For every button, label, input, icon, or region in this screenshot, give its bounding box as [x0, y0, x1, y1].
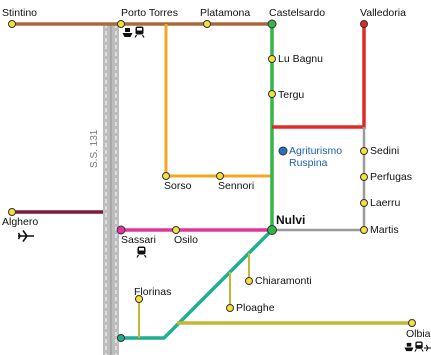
- label-castelsardo: Castelsardo: [269, 7, 326, 19]
- label-sassari: Sassari: [121, 234, 157, 246]
- label-agriturismo: Agriturismo Ruspina: [289, 145, 347, 169]
- line-valledoria: [272, 24, 366, 129]
- label-agriturismo-text: Agriturismo Ruspina: [289, 145, 343, 170]
- label-osilo: Osilo: [174, 234, 198, 246]
- label-laerru: Laerru: [370, 197, 401, 209]
- label-ploaghe: Ploaghe: [236, 302, 275, 314]
- stop-florinas: [135, 295, 143, 303]
- label-valledoria: Valledoria: [360, 7, 406, 19]
- label-sedini: Sedini: [370, 145, 400, 157]
- label-tergu: Tergu: [278, 89, 305, 101]
- stop-sassari: [116, 225, 126, 235]
- stop-south-junction: [117, 334, 125, 342]
- stop-alghero: [8, 208, 16, 216]
- label-sennori: Sennori: [218, 180, 255, 192]
- label-nulvi: Nulvi: [276, 213, 306, 227]
- label-martis: Martis: [370, 224, 399, 236]
- stop-lu-bagnu: [268, 55, 276, 63]
- label-chiaramonti: Chiaramonti: [255, 275, 312, 287]
- label-olbia: Olbia: [406, 328, 431, 340]
- ship-icon: [122, 28, 133, 37]
- airplane-icon: [424, 344, 431, 352]
- stop-sorso: [162, 172, 170, 180]
- stop-sennori: [216, 172, 224, 180]
- stop-agriturismo: [278, 146, 288, 156]
- line-nulvi-south: [121, 228, 274, 340]
- stop-martis: [360, 226, 368, 234]
- stop-castelsardo: [267, 19, 277, 29]
- stop-chiaramonti: [245, 277, 253, 285]
- train-icon: [414, 341, 424, 352]
- stop-laerru: [360, 199, 368, 207]
- label-porto-torres: Porto Torres: [121, 7, 178, 19]
- road-label: S.S. 131: [89, 129, 100, 168]
- stop-ploaghe: [226, 304, 234, 312]
- stop-olbia: [408, 319, 416, 327]
- stop-sedini: [360, 147, 368, 155]
- train-icon: [134, 26, 145, 38]
- ship-icon: [404, 342, 414, 352]
- label-sorso: Sorso: [164, 180, 192, 192]
- stop-tergu: [268, 90, 276, 98]
- label-florinas: Florinas: [134, 286, 172, 298]
- label-perfugas: Perfugas: [370, 171, 413, 183]
- stop-perfugas: [360, 173, 368, 181]
- stop-stintino: [8, 20, 16, 28]
- label-lu-bagnu: Lu Bagnu: [278, 53, 323, 65]
- airplane-icon: [18, 230, 34, 242]
- stop-porto-torres: [117, 20, 125, 28]
- label-stintino: Stintino: [2, 7, 38, 19]
- train-icon: [136, 246, 147, 258]
- stop-platamona: [203, 20, 211, 28]
- stop-nulvi: [267, 225, 277, 235]
- label-alghero: Alghero: [2, 216, 39, 228]
- stop-osilo: [172, 226, 180, 234]
- stop-valledoria: [360, 20, 368, 28]
- line-sorso-loop: [164, 24, 272, 178]
- label-platamona: Platamona: [200, 7, 251, 19]
